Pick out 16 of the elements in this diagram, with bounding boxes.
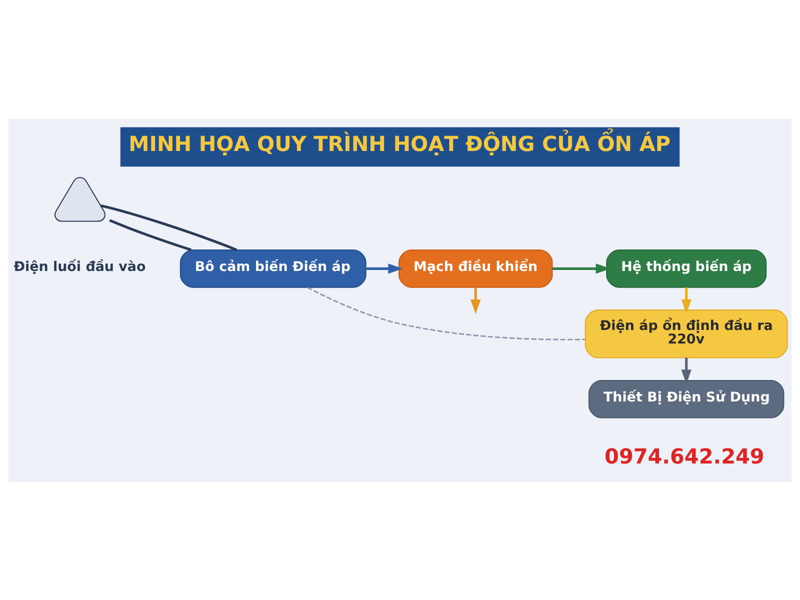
node-picture	[54, 176, 106, 222]
label: 0974.642.249	[604, 444, 764, 468]
connector	[100, 204, 238, 251]
node-box: Mạch điều khiển	[398, 249, 553, 288]
arrow	[681, 286, 692, 314]
arrow	[552, 263, 610, 274]
node-box: Điện áp ổn định đầu ra 220v	[584, 309, 788, 358]
connector	[307, 286, 586, 340]
connector	[109, 218, 192, 251]
node-box: Hệ thống biến áp	[606, 249, 767, 288]
arrow	[470, 286, 481, 314]
node-label: Điện luối đầu vào	[14, 260, 146, 275]
arrow	[366, 263, 403, 274]
arrow	[681, 357, 692, 384]
node-box: Bô cảm biến Điến áp	[180, 249, 366, 288]
node-box: Thiết Bị Điện Sử Dụng	[588, 379, 784, 418]
